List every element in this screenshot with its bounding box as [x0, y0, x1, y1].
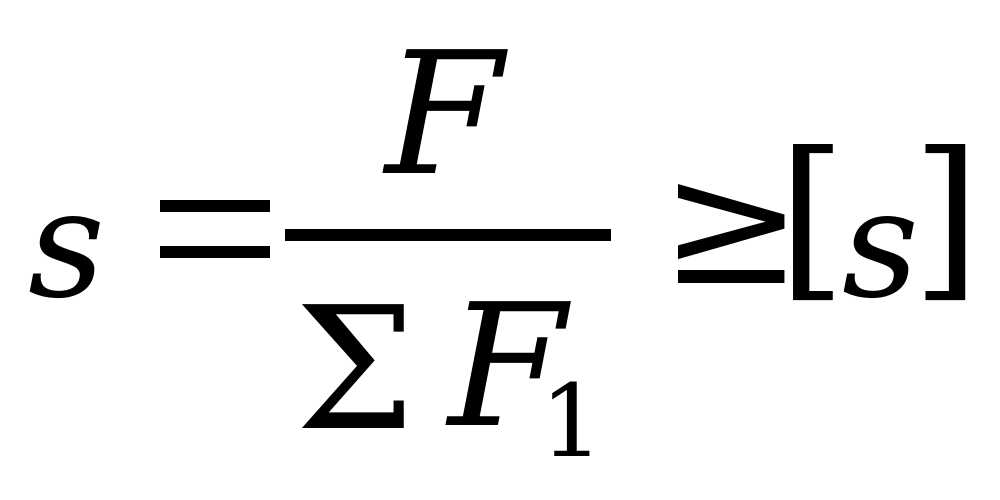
fraction-bar [285, 229, 611, 241]
rhs-variable: s [842, 158, 919, 332]
lhs-variable: s [28, 158, 105, 332]
denominator-variable: F [448, 268, 566, 466]
summation-symbol: Σ [295, 271, 416, 469]
left-bracket: [ [778, 116, 847, 319]
equals-sign-bottom-bar [160, 246, 270, 258]
denominator-subscript: 1 [540, 363, 604, 480]
fraction-numerator: F [385, 16, 503, 214]
right-bracket: ] [912, 116, 981, 319]
greater-or-equal-symbol: ≥ [660, 126, 803, 324]
equals-sign-top-bar [160, 200, 270, 212]
